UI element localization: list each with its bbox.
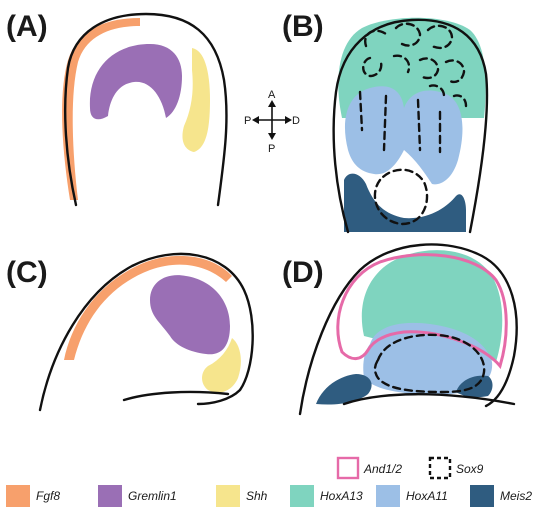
panel-label-b: (B) (282, 10, 324, 43)
shh-region-a (182, 48, 210, 152)
legend-label-gremlin1: Gremlin1 (128, 489, 177, 503)
panel-a (62, 12, 228, 207)
limb-outline-c (38, 252, 254, 412)
axis-label-bottom: P (268, 143, 275, 155)
legend-label-shh: Shh (246, 489, 268, 503)
limb-outline-a (63, 12, 228, 207)
meis2-region-d-right (456, 375, 493, 398)
legend-label-hoxa13: HoxA13 (320, 489, 363, 503)
legend-label-and12: And1/2 (363, 462, 402, 476)
fgf8-region-c (64, 255, 232, 360)
legend: And1/2 Sox9 Fgf8 Gremlin1 Shh HoxA13 Hox… (6, 456, 532, 507)
shh-region-c (202, 338, 241, 393)
limb-outline-b (332, 18, 489, 234)
legend-swatch-gremlin1 (98, 485, 122, 507)
legend-swatch-hoxa11 (376, 485, 400, 507)
legend-label-fgf8: Fgf8 (36, 489, 60, 503)
legend-label-meis2: Meis2 (500, 489, 532, 503)
axis-label-top: A (268, 89, 276, 101)
body-wall-c (122, 390, 230, 402)
legend-swatch-sox9 (428, 456, 452, 480)
axis-orientation: A P P D (244, 89, 300, 155)
and12-region-d (336, 253, 508, 370)
body-wall-d (342, 393, 516, 406)
legend-swatch-fgf8 (6, 485, 30, 507)
fgf8-region-a (62, 18, 140, 200)
legend-label-hoxa11: HoxA11 (406, 489, 448, 503)
legend-swatch-and12 (336, 456, 360, 480)
meis2-region-b (344, 173, 466, 232)
panel-b (332, 17, 489, 234)
gremlin1-region-c (150, 275, 230, 355)
legend-swatch-meis2 (470, 485, 494, 507)
sox9-condensation-d (373, 333, 486, 394)
legend-swatch-shh (216, 485, 240, 507)
gremlin1-region-a (89, 44, 182, 120)
panel-label-a: (A) (6, 10, 48, 43)
legend-label-sox9: Sox9 (456, 462, 484, 476)
panel-c (38, 252, 254, 412)
panel-label-c: (C) (6, 256, 48, 289)
legend-swatch-hoxa13 (290, 485, 314, 507)
meis2-region-d-left (316, 374, 372, 405)
hoxa11-region-b (344, 86, 463, 185)
axis-label-right: D (292, 115, 300, 127)
panel-d (298, 243, 518, 416)
axis-label-left: P (244, 115, 251, 127)
limb-outline-d (298, 243, 518, 416)
panel-label-d: (D) (282, 256, 324, 289)
